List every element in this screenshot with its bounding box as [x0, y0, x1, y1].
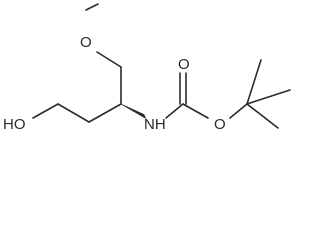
bond-ch2-to-hydroxyl	[32, 103, 59, 119]
carbonyl-oxygen-label: O	[178, 56, 190, 73]
ester-oxygen-label: O	[214, 116, 226, 133]
amine-nh-label: NH	[144, 116, 166, 133]
molecule-structure-diagram: O HO NH O O	[3, 3, 291, 133]
stereo-wedge-bond	[120, 103, 147, 119]
bond-tbutyl-methyl-right	[246, 89, 291, 105]
bond-ester-oxygen-to-quaternary-carbon	[229, 103, 248, 119]
bond-carbonyl-to-ester-oxygen	[182, 103, 209, 119]
methoxy-oxygen-label: O	[80, 34, 92, 51]
hydroxyl-label: HO	[3, 116, 26, 133]
bond-methyl-to-methoxy-oxygen	[85, 3, 99, 11]
bond-tbutyl-methyl-up	[246, 59, 262, 105]
bond-methoxy-oxygen-to-ch2	[96, 51, 122, 68]
bond-tbutyl-methyl-down	[246, 103, 279, 129]
bond-chain-ch2-to-ch2	[57, 103, 90, 123]
bond-nh-to-carbonyl-carbon	[165, 103, 184, 119]
bond-stereocenter-to-chain-ch2	[88, 103, 122, 123]
